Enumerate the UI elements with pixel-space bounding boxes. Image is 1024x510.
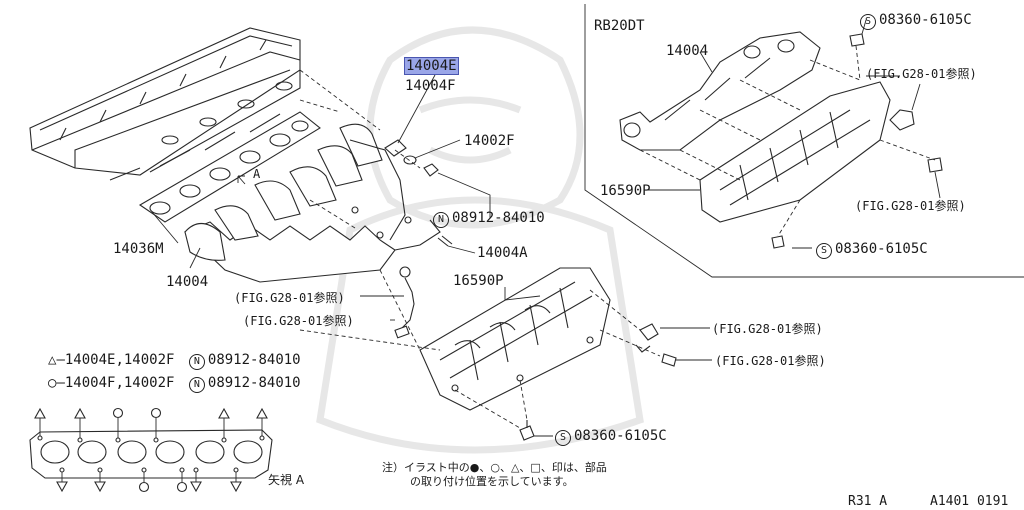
gasket-drawing bbox=[138, 111, 321, 223]
footer-model: R31 A bbox=[848, 494, 888, 509]
view-a-drawing bbox=[29, 418, 273, 482]
circle-marker-icon bbox=[112, 407, 188, 493]
reference-fig-3[interactable]: (FIG.G28-01参照) bbox=[712, 322, 823, 336]
fastener-number: 08360-6105C bbox=[879, 12, 972, 28]
reference-fig-2[interactable]: (FIG.G28-01参照) bbox=[243, 314, 354, 328]
part-label-14004E[interactable]: 14004E bbox=[404, 57, 459, 75]
exhaust-manifold-drawing bbox=[183, 123, 441, 283]
part-label-16590P-main[interactable]: 16590P bbox=[453, 273, 504, 289]
note-line-1: 注）イラスト中の●、○、△、□、印は、部品 bbox=[382, 461, 607, 474]
reference-fig-inset-2[interactable]: (FIG.G28-01参照) bbox=[855, 199, 966, 213]
s-prefix-icon: S bbox=[860, 14, 876, 30]
reference-fig-inset-1[interactable]: (FIG.G28-01参照) bbox=[866, 67, 977, 81]
view-a-caption: 矢視 A bbox=[268, 473, 305, 487]
inset-frame bbox=[584, 4, 1024, 278]
n-prefix-icon: N bbox=[188, 354, 205, 370]
inset-manifold-drawing bbox=[619, 31, 943, 249]
n-prefix-icon: N bbox=[188, 377, 205, 393]
legend-nut-number: 08912-84010 bbox=[207, 375, 301, 391]
washer-nut-drawing bbox=[384, 139, 453, 339]
assembly-lines bbox=[299, 69, 661, 429]
part-label-14004-inset[interactable]: 14004 bbox=[666, 43, 709, 59]
reference-fig-4[interactable]: (FIG.G28-01参照) bbox=[715, 354, 826, 368]
fastener-number: 08912-84010 bbox=[452, 210, 545, 226]
leader-lines bbox=[151, 74, 712, 437]
inset-title: RB20DT bbox=[594, 18, 645, 34]
view-arrow-label: A bbox=[253, 167, 261, 181]
inset-leader-lines bbox=[645, 19, 941, 249]
part-label-14002F[interactable]: 14002F bbox=[464, 133, 515, 149]
s-prefix-icon: S bbox=[555, 430, 571, 446]
fastener-number: 08360-6105C bbox=[835, 241, 928, 257]
heat-insulator-drawing bbox=[419, 267, 611, 411]
view-arrow-icon bbox=[237, 175, 246, 185]
legend-triangle-symbol: △ bbox=[48, 352, 57, 368]
note-line-2: の取り付け位置を示しています。 bbox=[410, 475, 574, 488]
legend-row-parts: —14004F,14002F bbox=[56, 375, 175, 391]
part-label-14004-main[interactable]: 14004 bbox=[166, 274, 209, 290]
reference-fig-1[interactable]: (FIG.G28-01参照) bbox=[234, 291, 345, 305]
legend-row-parts: —14004E,14002F bbox=[56, 352, 175, 368]
part-label-14004F[interactable]: 14004F bbox=[405, 78, 456, 94]
cylinder-head-drawing bbox=[29, 27, 301, 181]
part-label-14004A[interactable]: 14004A bbox=[477, 245, 528, 261]
footer-code: A1401 0191 bbox=[930, 494, 1009, 509]
part-label-16590P-inset[interactable]: 16590P bbox=[600, 183, 651, 199]
part-label-14036M[interactable]: 14036M bbox=[113, 241, 164, 257]
legend-nut-number: 08912-84010 bbox=[207, 352, 301, 368]
inset-assembly-lines bbox=[639, 45, 936, 237]
legend-circle-symbol: ○ bbox=[48, 375, 57, 391]
n-prefix-icon: N bbox=[433, 212, 449, 228]
bracket-drawing bbox=[519, 323, 677, 441]
triangle-marker-icon bbox=[34, 407, 268, 493]
fastener-number: 08360-6105C bbox=[574, 428, 667, 444]
s-prefix-icon: S bbox=[816, 243, 832, 259]
